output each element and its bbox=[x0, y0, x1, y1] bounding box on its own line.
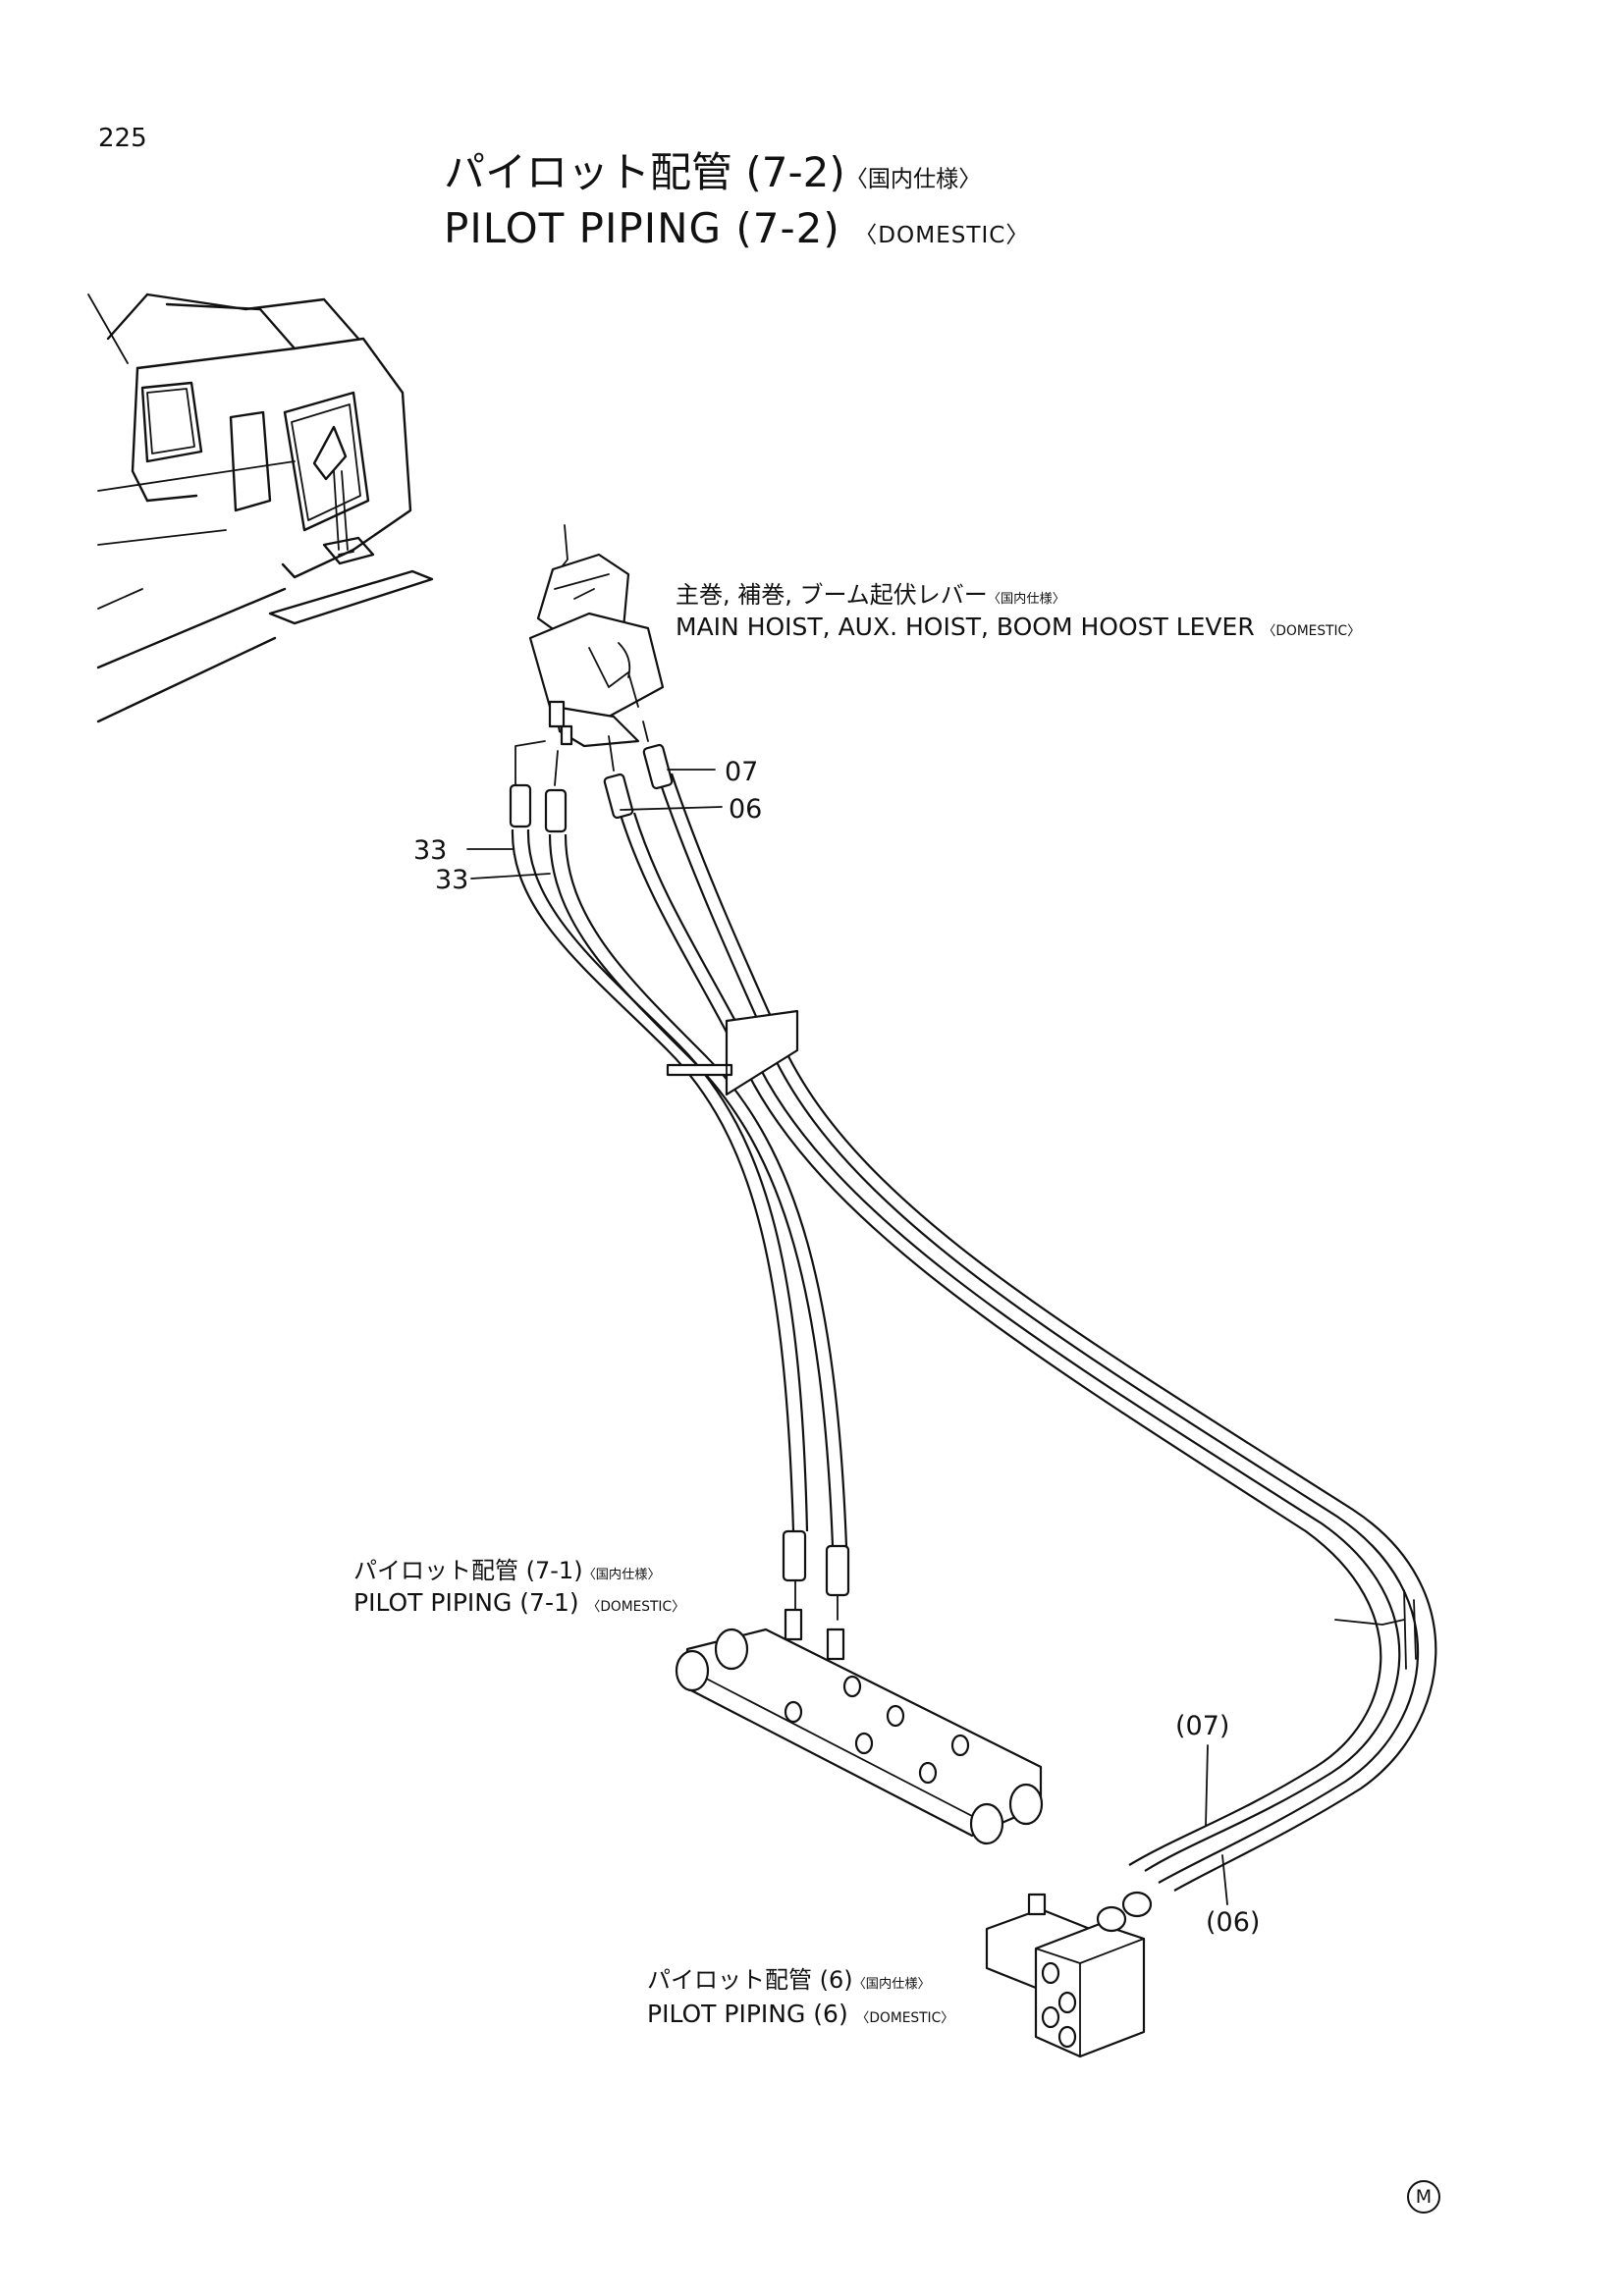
control-lever-assembly bbox=[528, 524, 665, 748]
ref-7-1-en-spec: 〈DOMESTIC〉 bbox=[586, 1599, 685, 1615]
hose-06-07-pair bbox=[619, 773, 1437, 1892]
lever-label-en-spec: 〈DOMESTIC〉 bbox=[1262, 623, 1361, 639]
title-jp-text: パイロット配管 (7-2) bbox=[444, 148, 845, 196]
lever-label-english: MAIN HOIST, AUX. HOIST, BOOM HOOST LEVER… bbox=[676, 614, 1361, 639]
lever-label-japanese: 主巻, 補巻, ブーム起伏レバー〈国内仕様〉 bbox=[676, 583, 1065, 607]
fittings-lever bbox=[509, 721, 674, 833]
part-number-33-lower: 33 bbox=[435, 865, 469, 895]
ref-7-1-english: PILOT PIPING (7-1) 〈DOMESTIC〉 bbox=[353, 1590, 685, 1615]
ref-7-1-en-text: PILOT PIPING (7-1) bbox=[353, 1588, 579, 1617]
valve-block-6 bbox=[985, 1891, 1153, 2058]
ref-6-japanese: パイロット配管 (6)〈国内仕様〉 bbox=[647, 1968, 931, 1992]
part-number-07-ref: (07) bbox=[1175, 1711, 1230, 1741]
part-number-06-ref: (06) bbox=[1206, 1907, 1261, 1938]
lever-label-jp-text: 主巻, 補巻, ブーム起伏レバー bbox=[676, 581, 988, 609]
ref-7-1-jp-text: パイロット配管 (7-1) bbox=[353, 1557, 583, 1584]
part-number-07: 07 bbox=[725, 757, 759, 787]
title-en-spec: 〈DOMESTIC〉 bbox=[854, 223, 1030, 248]
ref-6-en-spec: 〈DOMESTIC〉 bbox=[855, 2010, 954, 2026]
lever-label-jp-spec: 〈国内仕様〉 bbox=[987, 592, 1065, 607]
page-number: 225 bbox=[98, 124, 147, 153]
ref-6-en-text: PILOT PIPING (6) bbox=[647, 2000, 848, 2028]
ref-6-jp-spec: 〈国内仕様〉 bbox=[852, 1977, 931, 1992]
lever-label-en-text: MAIN HOIST, AUX. HOIST, BOOM HOOST LEVER bbox=[676, 613, 1255, 641]
corner-m-mark: M bbox=[1407, 2180, 1440, 2214]
ref-6-jp-text: パイロット配管 (6) bbox=[647, 1966, 853, 1994]
cab-illustration bbox=[87, 293, 434, 723]
hose-33-pair bbox=[511, 828, 848, 1547]
valve-block-7-1 bbox=[675, 1608, 1044, 1845]
leader-lines bbox=[466, 769, 1228, 1905]
fittings-lower bbox=[782, 1529, 850, 1621]
right-hose-clamp bbox=[1334, 1589, 1417, 1670]
title-japanese: パイロット配管 (7-2)〈国内仕様〉 bbox=[444, 152, 981, 193]
ref-6-english: PILOT PIPING (6) 〈DOMESTIC〉 bbox=[647, 2002, 954, 2026]
hose-bracket bbox=[666, 1009, 799, 1096]
part-number-06: 06 bbox=[729, 794, 763, 825]
ref-7-1-japanese: パイロット配管 (7-1)〈国内仕様〉 bbox=[353, 1559, 661, 1582]
title-jp-spec: 〈国内仕様〉 bbox=[844, 167, 982, 192]
part-number-33-upper: 33 bbox=[413, 835, 448, 866]
title-english: PILOT PIPING (7-2) 〈DOMESTIC〉 bbox=[444, 208, 1030, 249]
title-en-text: PILOT PIPING (7-2) bbox=[444, 204, 840, 252]
ref-7-1-jp-spec: 〈国内仕様〉 bbox=[582, 1568, 661, 1582]
